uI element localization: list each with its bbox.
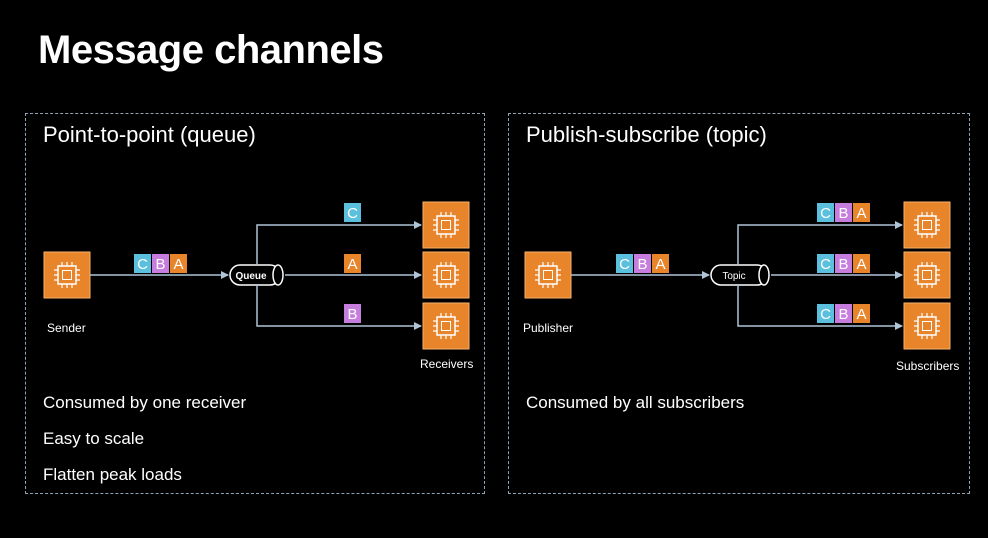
message-badge-a: A — [856, 256, 866, 273]
publisher-label: Publisher — [523, 321, 573, 335]
subscriber-node-1 — [903, 201, 951, 249]
receivers-label: Receivers — [420, 357, 473, 371]
subscriber-node-3 — [903, 302, 951, 350]
publisher-node — [524, 251, 572, 299]
receiver-node-3 — [422, 302, 470, 350]
panel-title-topic: Publish-subscribe (topic) — [526, 122, 767, 147]
queue-label: Queue — [235, 271, 267, 282]
incoming-message-badges-queue: C B A — [134, 254, 187, 273]
subscriber-3-messages: C B A — [817, 304, 870, 323]
message-badge-b: B — [838, 205, 848, 222]
panel-title-queue: Point-to-point (queue) — [43, 122, 256, 147]
publish-subscribe-panel: Publish-subscribe (topic) Consumed by al… — [508, 113, 970, 494]
message-badge-c: C — [619, 256, 630, 273]
receiver-node-1 — [422, 201, 470, 249]
subscriber-2-messages: C B A — [817, 254, 870, 273]
bullet-consumed-one: Consumed by one receiver — [43, 393, 247, 412]
topic-channel-icon: Topic — [710, 264, 770, 286]
topic-to-subscriber-1-arrow — [737, 221, 903, 265]
message-badge-a: A — [856, 205, 866, 222]
point-to-point-panel: Point-to-point (queue) Consumed by one r… — [25, 113, 485, 494]
receiver-2-message-a: A — [347, 256, 357, 273]
message-badge-a: A — [856, 306, 866, 323]
message-badge-c: C — [820, 306, 831, 323]
queue-channel-icon: Queue — [229, 264, 284, 286]
page-title: Message channels — [38, 28, 384, 72]
incoming-message-badges-topic: C B A — [616, 254, 669, 273]
queue-to-receiver-3-arrow — [256, 285, 422, 330]
subscriber-node-2 — [903, 251, 951, 299]
topic-to-subscriber-3-arrow — [737, 285, 903, 330]
message-badge-b: B — [637, 256, 647, 273]
bullet-easy-scale: Easy to scale — [43, 429, 145, 448]
queue-to-receiver-1-arrow — [256, 221, 422, 265]
subscribers-label: Subscribers — [896, 359, 959, 373]
sender-label: Sender — [47, 321, 86, 335]
message-badge-c: C — [820, 205, 831, 222]
message-badge-b: B — [155, 256, 165, 273]
message-badge-c: C — [820, 256, 831, 273]
receiver-node-2 — [422, 251, 470, 299]
sender-node — [43, 251, 91, 299]
message-badge-c: C — [137, 256, 148, 273]
topic-label: Topic — [722, 271, 745, 282]
receiver-3-message-b: B — [347, 306, 357, 323]
subscriber-1-messages: C B A — [817, 203, 870, 222]
message-badge-a: A — [655, 256, 665, 273]
message-badge-a: A — [173, 256, 183, 273]
bullet-flatten-peak: Flatten peak loads — [43, 465, 182, 484]
receiver-1-message-c: C — [347, 205, 358, 222]
message-badge-b: B — [838, 256, 848, 273]
bullet-consumed-all: Consumed by all subscribers — [526, 393, 745, 412]
message-badge-b: B — [838, 306, 848, 323]
